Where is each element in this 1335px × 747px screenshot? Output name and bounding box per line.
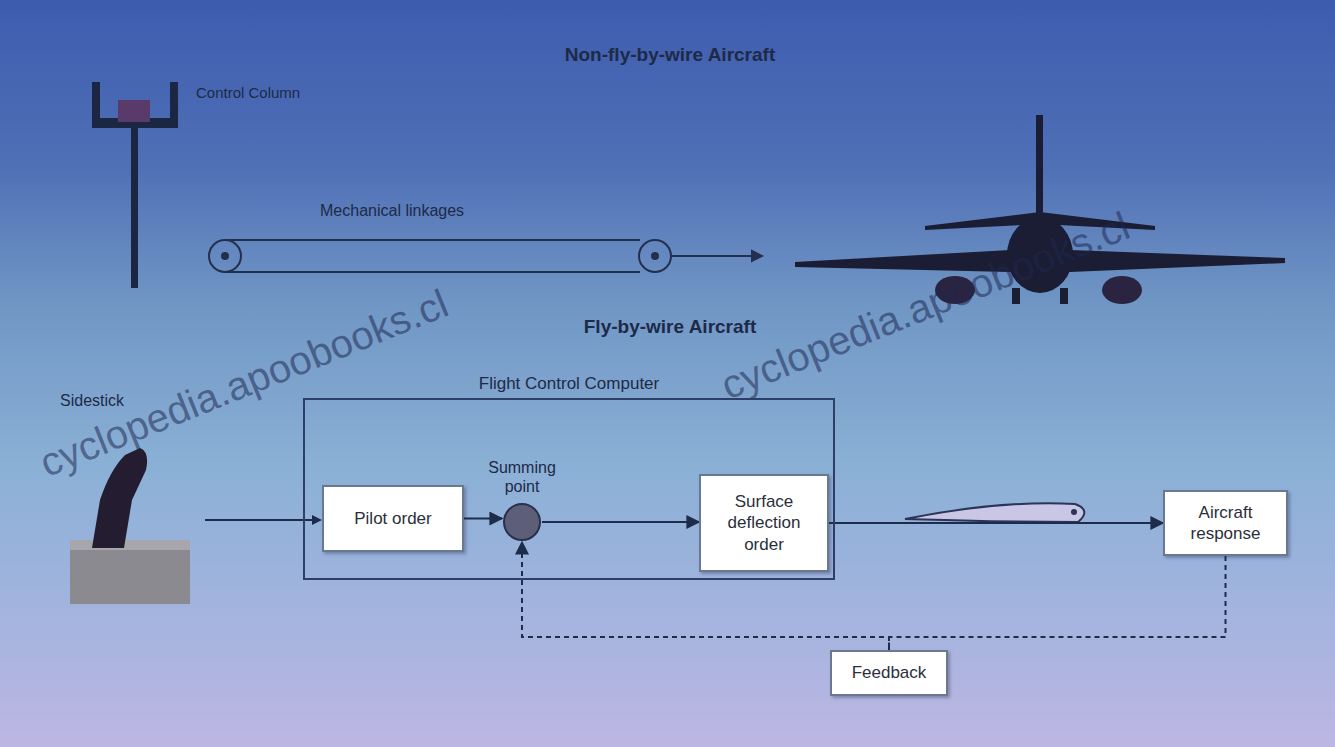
process-box: Aircraft response xyxy=(1163,490,1288,556)
signal-connector xyxy=(542,521,699,523)
junction-label: Summing point xyxy=(477,458,567,496)
stick-wire-head xyxy=(312,515,322,525)
mechanical-linkage xyxy=(209,240,762,272)
node-text: Feedback xyxy=(852,662,927,683)
watermark: cyclopedia.apoobooks.cl xyxy=(715,127,1325,408)
node-text: Surface deflection order xyxy=(711,491,817,555)
computer-group: Flight Control ComputerPilot orderSummin… xyxy=(303,398,835,580)
watermark: cyclopedia.apoobooks.cl xyxy=(33,219,606,485)
control-column xyxy=(92,82,178,288)
stick-wire xyxy=(205,519,316,521)
node-text: Summing point xyxy=(488,459,556,495)
summing-circle xyxy=(502,502,542,542)
diagram-label: Mechanical linkages xyxy=(320,202,520,220)
process-box: Pilot order xyxy=(322,485,464,552)
diagram-label: Non-fly-by-wire Aircraft xyxy=(470,44,870,66)
process-box: Feedback xyxy=(830,650,948,696)
signal-connector xyxy=(829,522,1163,524)
node-text: Aircraft response xyxy=(1175,502,1276,545)
node-text: Flight Control Computer xyxy=(475,374,663,393)
process-box: Surface deflection order xyxy=(699,474,829,572)
sidestick xyxy=(70,448,190,604)
group-heading: Flight Control Computer xyxy=(305,374,833,394)
signal-connector xyxy=(464,518,502,520)
diagram-label: Control Column xyxy=(196,84,316,101)
airfoil xyxy=(905,503,1084,522)
diagram-label: Fly-by-wire Aircraft xyxy=(520,316,820,338)
feedback-connector xyxy=(889,556,1226,650)
diagram-label: Sidestick xyxy=(60,392,180,410)
summing-junction: Summing point xyxy=(502,502,542,542)
node-text: Pilot order xyxy=(354,508,431,529)
